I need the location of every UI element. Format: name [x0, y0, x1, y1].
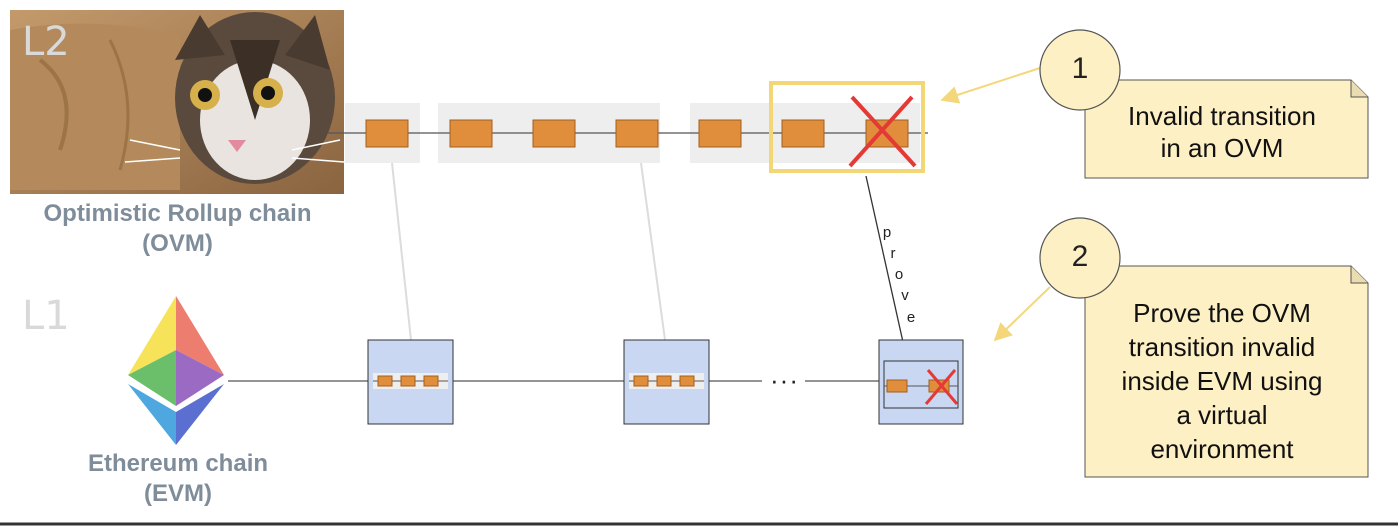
callout-2-line: a virtual: [1176, 400, 1268, 430]
callout-2-line: Prove the OVM: [1133, 298, 1311, 328]
mini-block: [679, 375, 695, 387]
chain-ellipsis: ···: [770, 365, 799, 395]
prove-letter: e: [906, 309, 916, 326]
prove-arrow: [865, 175, 911, 362]
callout-box-1: [1084, 79, 1369, 179]
l2-block: [781, 119, 825, 148]
mini-block: [423, 375, 439, 387]
callout-2-line: environment: [1150, 434, 1294, 464]
invalid-cross-icon: [848, 95, 917, 168]
callout-1-line: in an OVM: [1160, 133, 1284, 163]
l1-block: [623, 339, 710, 425]
mini-block: [633, 375, 649, 387]
callout-1-line: Invalid transition: [1128, 101, 1316, 131]
l1-chain-label: Ethereum chain (EVM): [38, 449, 318, 509]
prove-letter: o: [894, 266, 904, 283]
anchor-line: [640, 162, 666, 341]
l1-blocks: [367, 339, 964, 425]
callout-box-2: [1084, 265, 1369, 478]
anchor-line: [391, 162, 412, 341]
mini-block: [886, 379, 908, 393]
l2-block: [449, 119, 493, 148]
callout-2-line: transition invalid: [1128, 332, 1316, 362]
callout-text-2: Prove the OVM transition invalid inside …: [1090, 296, 1354, 466]
callout-arrow: [993, 286, 1051, 342]
prove-letter: p: [882, 224, 892, 241]
l2-block: [615, 119, 659, 148]
l2-chain-label-line2: (OVM): [142, 230, 213, 257]
callout-number-1: 1: [1071, 52, 1089, 85]
layer-label-l2: L2: [22, 19, 70, 65]
mini-block: [656, 375, 672, 387]
mini-block: [377, 375, 393, 387]
l2-chain-label: Optimistic Rollup chain (OVM): [0, 199, 355, 259]
callout-circle-1: [1039, 29, 1121, 111]
l1-chain-label-line1: Ethereum chain: [87, 450, 269, 477]
prove-letter: r: [890, 245, 896, 262]
l2-block: [365, 119, 409, 148]
l2-block: [532, 119, 576, 148]
mini-block: [400, 375, 416, 387]
callout-circle-2: [1039, 217, 1121, 299]
l1-block: [367, 339, 454, 425]
l2-chain-label-line1: Optimistic Rollup chain: [43, 200, 312, 227]
layer-label-l1: L1: [22, 293, 70, 339]
l1-chain-label-line2: (EVM): [144, 480, 212, 507]
cat-photo: [10, 10, 345, 194]
callout-2-line: inside EVM using: [1121, 366, 1323, 396]
callout-text-1: Invalid transition in an OVM: [1090, 100, 1354, 164]
mini-cross-icon: [926, 369, 959, 405]
callout-arrow: [940, 67, 1041, 104]
callout-number-2: 2: [1071, 240, 1089, 273]
l1-fraud-proof-block: [878, 339, 964, 425]
l2-block: [698, 119, 742, 148]
ethereum-logo-icon: [128, 296, 224, 445]
l2-blocks: [365, 119, 909, 148]
invalid-highlight-box: [769, 81, 925, 173]
prove-letter: v: [901, 287, 909, 304]
